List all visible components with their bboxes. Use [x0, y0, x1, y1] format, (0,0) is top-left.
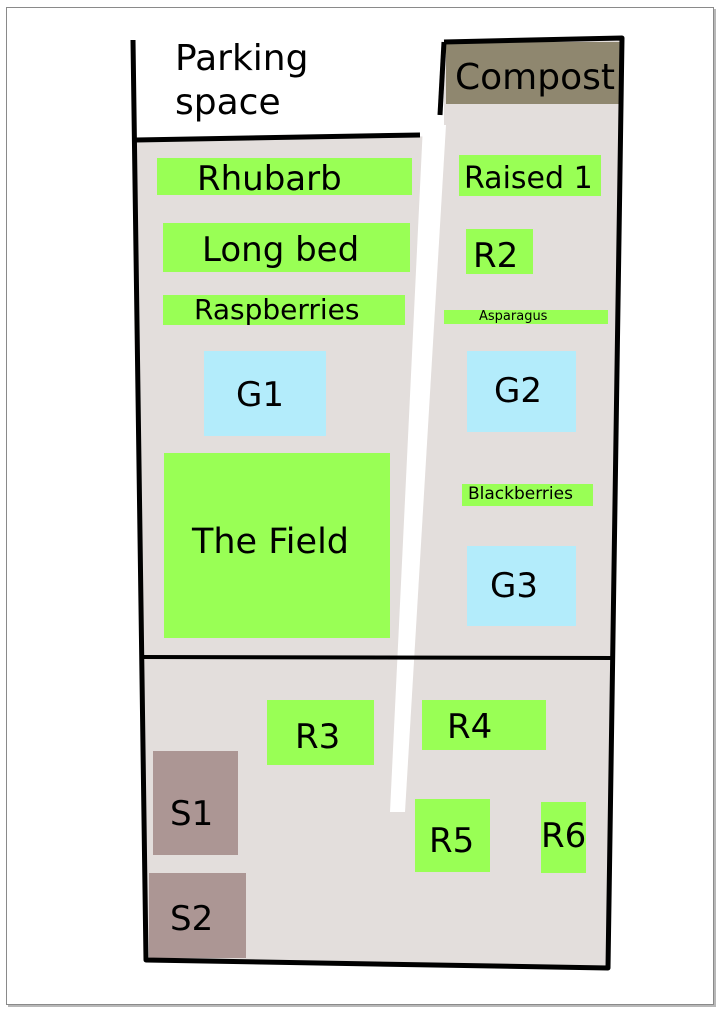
raised-1-label: Raised 1 [464, 161, 593, 196]
r5-bed [415, 799, 490, 872]
the-field-label: The Field [191, 522, 349, 562]
g1-label: G1 [236, 375, 284, 415]
r6-bed [541, 802, 586, 873]
raised-1-bed [459, 155, 601, 196]
greenhouse-g3 [467, 546, 576, 626]
raspberries-label: Raspberries [194, 293, 359, 326]
s2-label: S2 [170, 899, 213, 939]
garden-path [390, 125, 446, 812]
r5-label: R5 [429, 821, 474, 861]
r4-bed [422, 700, 546, 750]
g2-label: G2 [494, 371, 542, 411]
shed-s2 [149, 873, 246, 958]
parking-label-line2: space [175, 82, 281, 123]
r4-label: R4 [447, 707, 492, 747]
blackberries-label: Blackberries [468, 484, 573, 504]
rhubarb-bed [157, 158, 412, 195]
compost-divider [437, 41, 447, 116]
rhubarb-label: Rhubarb [197, 159, 342, 199]
asparagus-label: Asparagus [479, 309, 548, 324]
asparagus-bed [444, 310, 608, 324]
r3-bed [267, 700, 374, 765]
g3-label: G3 [490, 566, 538, 606]
section-divider [141, 655, 613, 660]
s1-label: S1 [170, 794, 213, 834]
outer-boundary [130, 35, 625, 971]
r2-label: R2 [473, 236, 518, 276]
greenhouse-g2 [467, 351, 576, 432]
r2-bed [466, 229, 533, 274]
compost-area [446, 42, 620, 104]
shed-s1 [153, 751, 238, 855]
long-bed [163, 223, 410, 272]
raspberries-bed [163, 295, 405, 325]
parking-label-line1: Parking [175, 38, 308, 79]
r6-label: R6 [541, 816, 586, 856]
compost-label: Compost [455, 57, 615, 98]
greenhouse-g1 [204, 351, 326, 436]
long-bed-label: Long bed [202, 230, 359, 270]
blackberries-bed [462, 484, 593, 506]
r3-label: R3 [295, 717, 340, 757]
parking-boundary [135, 132, 421, 143]
the-field-bed [164, 453, 390, 638]
